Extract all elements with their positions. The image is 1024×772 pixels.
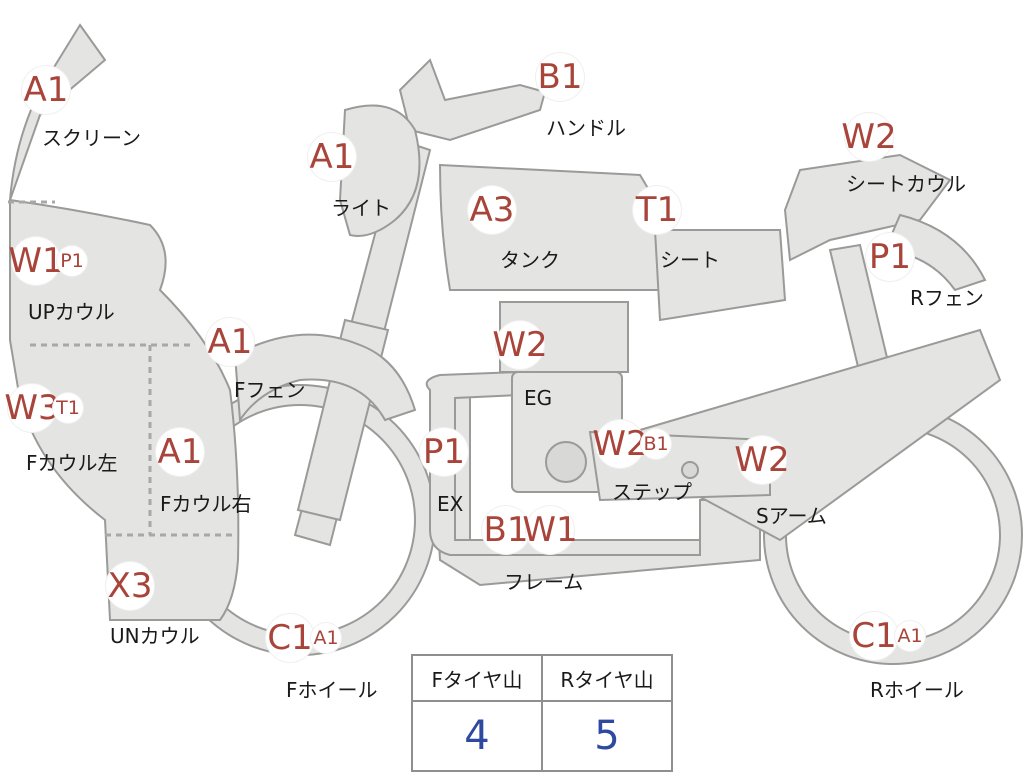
grade-extra-mark: A1: [895, 621, 925, 651]
grade-mark: A1: [308, 133, 356, 181]
engine-label: EG: [524, 386, 553, 410]
exhaust-label: EX: [437, 492, 464, 516]
step-knob-shape: [681, 461, 699, 479]
f-fender-label: Fフェン: [234, 378, 306, 402]
seat-cowl-label: シートカウル: [846, 172, 966, 196]
swing-arm-label: Sアーム: [756, 504, 827, 528]
tire-tread-header-row: Fタイヤ山 Rタイヤ山: [411, 654, 673, 702]
f-wheel-grade: C1 A1: [266, 614, 341, 662]
grade-extra-mark: W1: [522, 506, 578, 554]
un-cowl-grade: X3: [106, 562, 154, 610]
engine-cover-shape: [545, 441, 587, 483]
r-fender-grade: P1: [866, 233, 914, 281]
front-tread-header: Fタイヤ山: [411, 654, 543, 702]
r-fender-label: Rフェン: [910, 286, 984, 310]
screen-grade: A1: [22, 66, 70, 114]
grade-mark: W2: [841, 113, 897, 161]
grade-extra-mark: P1: [57, 246, 87, 276]
step-grade: W2 B1: [592, 420, 671, 468]
handle-shape: [398, 58, 547, 142]
grade-mark: A1: [206, 318, 254, 366]
tank-label: タンク: [500, 248, 560, 272]
grade-mark: T1: [633, 186, 681, 234]
frame-label: フレーム: [504, 570, 584, 594]
exhaust-shape: [425, 370, 701, 556]
grade-mark: W1: [8, 237, 64, 285]
rear-tread-header: Rタイヤ山: [541, 654, 673, 702]
grade-mark: A1: [156, 428, 204, 476]
grade-mark: C1: [850, 612, 898, 660]
engine-grade: W2: [492, 321, 548, 369]
seat-cowl-shape: [783, 153, 952, 262]
tire-tread-value-row: 4 5: [411, 700, 673, 772]
seat-grade: T1: [633, 186, 681, 234]
handle-grade: B1: [536, 53, 584, 101]
grade-mark: B1: [482, 506, 530, 554]
tire-tread-table: Fタイヤ山 Rタイヤ山 4 5: [411, 654, 673, 772]
rear-tread-value: 5: [541, 700, 673, 772]
exhaust-grade: P1: [420, 428, 468, 476]
grade-mark: X3: [106, 562, 154, 610]
grade-mark: W2: [592, 420, 648, 468]
grade-mark: W2: [492, 321, 548, 369]
grade-extra-mark: B1: [641, 429, 671, 459]
grade-mark: W2: [734, 436, 790, 484]
grade-mark: A3: [468, 186, 516, 234]
f-cowl-right-label: Fカウル右: [160, 492, 252, 516]
grade-mark: P1: [420, 428, 468, 476]
handle-label: ハンドル: [546, 116, 626, 140]
up-cowl-grade: W1 P1: [8, 237, 87, 285]
seat-label: シート: [660, 248, 720, 272]
frame-grade: B1 W1: [482, 506, 578, 554]
un-cowl-label: UNカウル: [110, 624, 200, 648]
headlight-shape: [338, 104, 421, 237]
front-fender-shape: [233, 333, 417, 423]
seat-cowl-grade: W2: [841, 113, 897, 161]
light-grade: A1: [308, 133, 356, 181]
seat-shape: [653, 229, 787, 322]
f-fender-grade: A1: [206, 318, 254, 366]
grade-mark: B1: [536, 53, 584, 101]
r-wheel-label: Rホイール: [870, 678, 964, 702]
swing-arm-grade: W2: [734, 436, 790, 484]
step-label: ステップ: [612, 480, 692, 504]
grade-mark: P1: [866, 233, 914, 281]
r-wheel-grade: C1 A1: [850, 612, 925, 660]
screen-label: スクリーン: [42, 126, 141, 150]
grade-mark: W3: [4, 384, 60, 432]
f-cowl-left-label: Fカウル左: [26, 451, 118, 475]
light-label: ライト: [331, 196, 391, 220]
f-cowl-left-grade: W3 T1: [4, 384, 83, 432]
grade-extra-mark: T1: [53, 393, 83, 423]
tank-grade: A3: [468, 186, 516, 234]
grade-mark: A1: [22, 66, 70, 114]
grade-mark: C1: [266, 614, 314, 662]
front-tread-value: 4: [411, 700, 543, 772]
grade-extra-mark: A1: [311, 623, 341, 653]
f-cowl-right-grade: A1: [156, 428, 204, 476]
up-cowl-label: UPカウル: [28, 300, 115, 324]
f-wheel-label: Fホイール: [286, 678, 378, 702]
